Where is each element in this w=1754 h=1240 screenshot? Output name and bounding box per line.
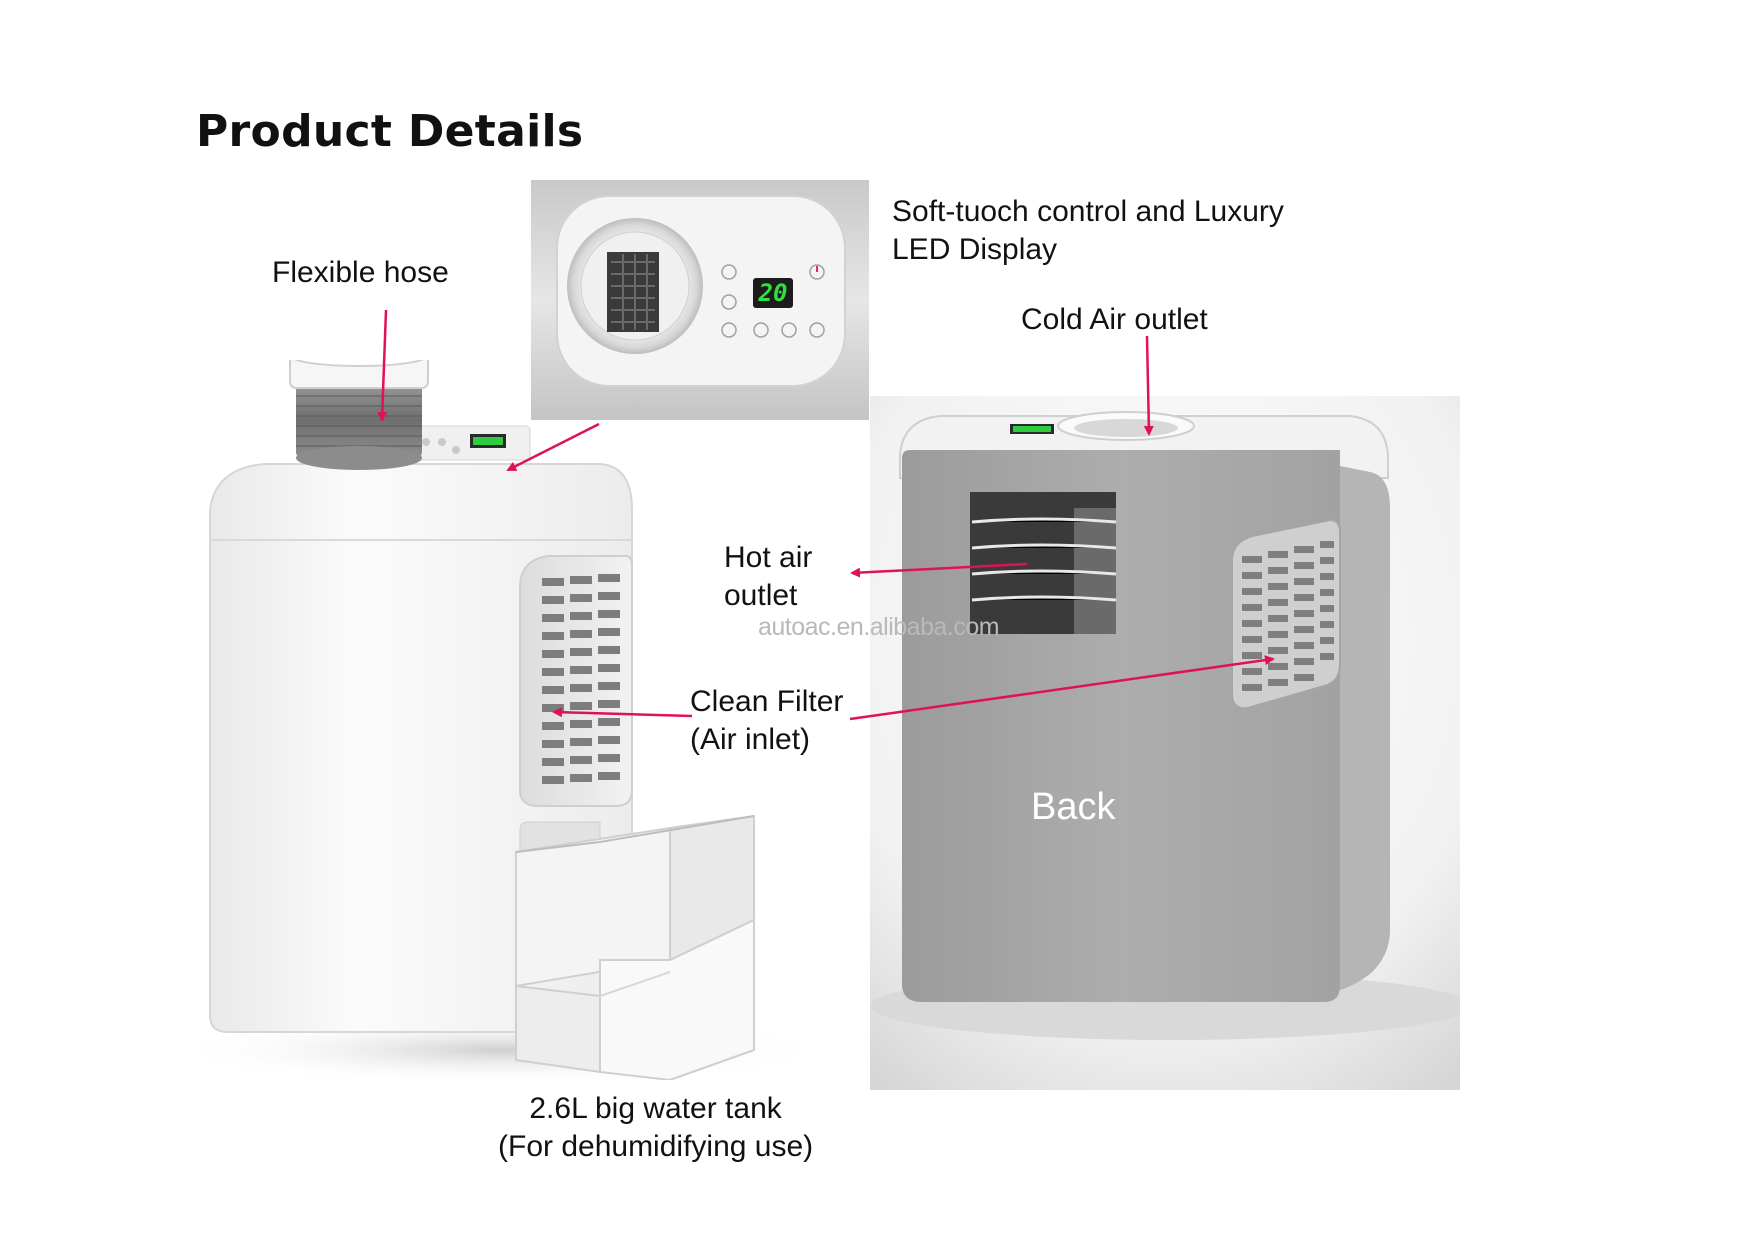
page-title: Product Details xyxy=(196,106,584,157)
led-display: 20 xyxy=(758,279,788,307)
front-unit-photo xyxy=(170,360,830,1080)
flexible-hose-label: Flexible hose xyxy=(272,256,449,289)
hot-air-outlet-label: Hot air outlet xyxy=(724,541,813,612)
watermark: autoac.en.alibaba.com xyxy=(758,613,1000,641)
cold-air-outlet-label: Cold Air outlet xyxy=(1021,303,1208,336)
back-label: Back xyxy=(1031,786,1116,828)
control-panel-label: Soft-tuoch control and Luxury LED Displa… xyxy=(892,195,1284,266)
water-tank-label: 2.6L big water tank (For dehumidifying u… xyxy=(498,1092,814,1163)
clean-filter-label: Clean Filter (Air inlet) xyxy=(690,685,844,756)
control-panel-closeup: 20 xyxy=(531,180,869,420)
back-unit-photo xyxy=(870,396,1460,1090)
